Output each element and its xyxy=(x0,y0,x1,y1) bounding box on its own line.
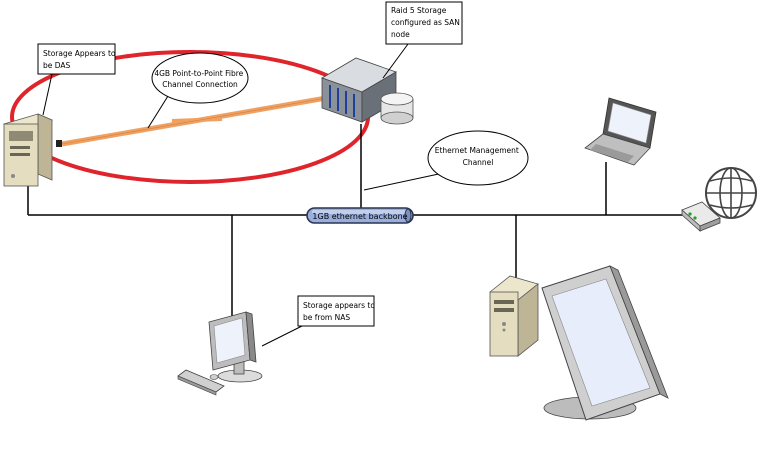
router-icon xyxy=(681,201,721,232)
backbone-label: 1GB ethernet backbone xyxy=(312,212,407,221)
callout-ethernet-mgmt-line-2: Channel xyxy=(463,158,494,167)
ethernet-backbone: 1GB ethernet backbone xyxy=(306,207,414,224)
callout-fibre-line-1: 4GB Point-to-Point Fibre xyxy=(154,69,243,78)
callout-ethernet-mgmt-line-1: Ethernet Management xyxy=(435,146,519,155)
svg-text:Storage Appears to be DA: Storage Appears to be DAS xyxy=(43,49,118,70)
callout-nas-line-1: Storage appears to xyxy=(303,301,375,310)
disk-storage-icon xyxy=(380,92,414,125)
callout-raid: Raid 5 Storage configured as SAN node xyxy=(382,1,463,79)
callout-das-line-1: Storage Appears to xyxy=(43,49,116,58)
callout-nas: Storage appears to be from NAS xyxy=(261,295,377,347)
desktop-pc-icon xyxy=(489,265,669,421)
rack-server-icon xyxy=(321,57,397,123)
callout-fibre: 4GB Point-to-Point Fibre Channel Connect… xyxy=(147,52,249,129)
server-tower-icon xyxy=(2,113,62,187)
svg-text:Ethernet Management Chan: Ethernet Management Channel xyxy=(435,146,522,167)
keyboard-icon xyxy=(177,369,225,396)
svg-text:Storage appears to be fr: Storage appears to be from NAS xyxy=(303,301,377,322)
callout-raid-line-3: node xyxy=(391,30,410,39)
callout-raid-line-2: configured as SAN xyxy=(391,18,460,27)
callout-ethernet-mgmt: Ethernet Management Channel xyxy=(363,130,529,191)
fibre-cable-highlight xyxy=(171,117,223,123)
svg-text:4GB Point-to-Point Fibre: 4GB Point-to-Point Fibre Channel Connect… xyxy=(154,69,245,89)
globe-icon xyxy=(705,167,757,219)
workstation-icon xyxy=(208,311,263,383)
laptop-icon xyxy=(584,97,657,166)
callout-nas-line-2: be from NAS xyxy=(303,313,350,322)
callout-raid-line-1: Raid 5 Storage xyxy=(391,6,447,15)
svg-text:Raid 5 Storage configure: Raid 5 Storage configured as SAN node xyxy=(391,6,462,39)
callout-das-line-2: be DAS xyxy=(43,61,71,70)
callout-fibre-line-2: Channel Connection xyxy=(162,80,238,89)
callout-das: Storage Appears to be DAS xyxy=(37,43,118,116)
